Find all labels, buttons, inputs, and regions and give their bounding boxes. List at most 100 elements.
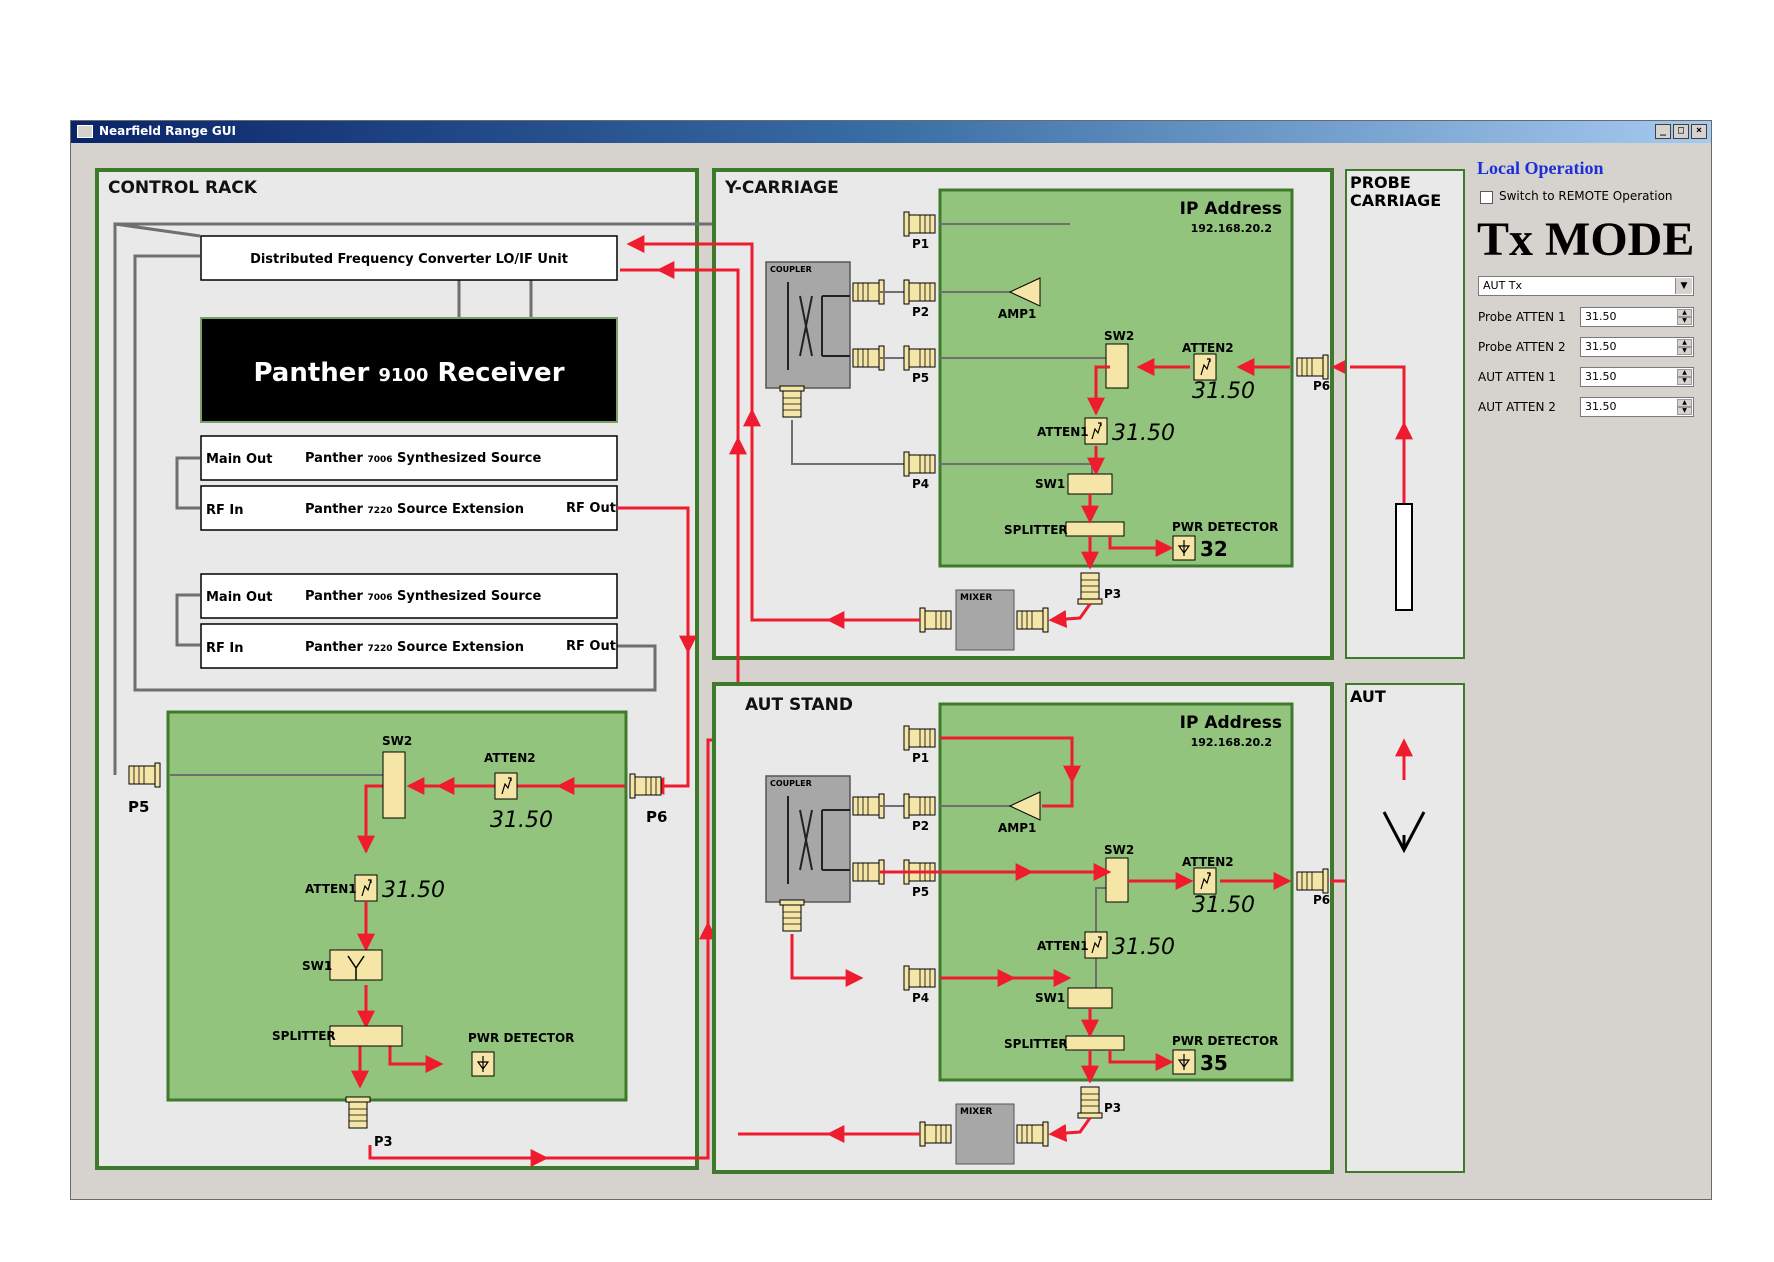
switch-icon[interactable]: [382, 751, 406, 819]
dfc-unit[interactable]: [200, 235, 618, 281]
attenuator-icon[interactable]: [1193, 353, 1217, 381]
mode-select-value: AUT Tx: [1483, 279, 1523, 292]
maximize-button[interactable]: □: [1673, 124, 1689, 139]
rf-in-label: RF In: [206, 641, 244, 656]
source-2-label: Panther 7006 Synthesized Source: [305, 589, 541, 604]
atten2-label: ATTEN2: [1182, 341, 1234, 355]
switch-icon[interactable]: [1105, 857, 1129, 903]
remote-operation-checkbox[interactable]: [1480, 191, 1493, 204]
pwr-value: 35: [1200, 1051, 1228, 1075]
probe-atten2-input[interactable]: 31.50 ▲ ▼: [1580, 337, 1694, 357]
atten1-value: 31.50: [1112, 935, 1175, 960]
probe-atten1-input[interactable]: 31.50 ▲ ▼: [1580, 307, 1694, 327]
y-carriage-title: Y-CARRIAGE: [724, 178, 839, 198]
spin-down-icon[interactable]: ▼: [1677, 347, 1692, 355]
sw1-label: SW1: [1035, 477, 1065, 491]
sw2-label: SW2: [1104, 329, 1134, 343]
connector-icon: [903, 965, 936, 991]
ext-1-label: Panther 7220 Source Extension: [305, 502, 524, 517]
ip-address-label: IP Address: [1180, 199, 1282, 219]
probe-carriage-title-2: CARRIAGE: [1350, 191, 1441, 210]
synth-source-1[interactable]: [200, 435, 618, 481]
connector-icon: [1296, 868, 1329, 894]
spin-up-icon[interactable]: ▲: [1677, 399, 1692, 407]
port-p6-label: P6: [1313, 893, 1330, 907]
source-ext-2[interactable]: [200, 623, 618, 669]
connector-icon: [903, 279, 936, 305]
mode-select[interactable]: AUT Tx ▼: [1478, 276, 1694, 296]
switch-icon[interactable]: [1067, 987, 1113, 1009]
port-p6-label: P6: [646, 808, 667, 826]
spin-down-icon[interactable]: ▼: [1677, 407, 1692, 415]
window-title: Nearfield Range GUI: [99, 124, 236, 138]
sw1-label: SW1: [302, 959, 332, 973]
port-p3-label: P3: [374, 1135, 393, 1150]
connector-icon: [1077, 1086, 1103, 1119]
chevron-down-icon[interactable]: ▼: [1675, 278, 1692, 294]
atten1-value: 31.50: [382, 878, 445, 903]
attenuator-icon[interactable]: [1193, 867, 1217, 895]
spin-down-icon[interactable]: ▼: [1677, 317, 1692, 325]
port-p5-label: P5: [912, 371, 929, 385]
attenuator-icon[interactable]: [494, 772, 518, 800]
atten2-value: 31.50: [490, 808, 553, 833]
dfc-unit-label: Distributed Frequency Converter LO/IF Un…: [250, 252, 568, 267]
pwr-detector-label: PWR DETECTOR: [468, 1031, 574, 1045]
aut-stand-title: AUT STAND: [745, 695, 853, 715]
remote-operation-label[interactable]: Switch to REMOTE Operation: [1499, 189, 1673, 203]
rf-in-label: RF In: [206, 503, 244, 518]
app-icon: [77, 125, 93, 138]
rf-out-label: RF Out: [566, 501, 616, 516]
spin-up-icon[interactable]: ▲: [1677, 309, 1692, 317]
ip-address-value: 192.168.20.2: [1191, 222, 1272, 235]
pwr-detector-label: PWR DETECTOR: [1172, 1034, 1278, 1048]
port-p3-label: P3: [1104, 1101, 1121, 1115]
mixer-icon: [955, 589, 1015, 651]
aut-atten1-input[interactable]: 31.50 ▲ ▼: [1580, 367, 1694, 387]
splitter-icon: [329, 1025, 403, 1047]
aut-atten2-input[interactable]: 31.50 ▲ ▼: [1580, 397, 1694, 417]
spin-up-icon[interactable]: ▲: [1677, 339, 1692, 347]
main-out-label: Main Out: [206, 452, 272, 467]
close-button[interactable]: ×: [1691, 124, 1707, 139]
receiver-unit[interactable]: [200, 317, 618, 423]
source-1-label: Panther 7006 Synthesized Source: [305, 451, 541, 466]
ip-address-value: 192.168.20.2: [1191, 736, 1272, 749]
attenuator-icon[interactable]: [354, 874, 378, 902]
mixer-label: MIXER: [960, 1107, 992, 1117]
coupler-label: COUPLER: [770, 265, 812, 274]
connector-icon: [1016, 607, 1049, 633]
atten2-value: 31.50: [1192, 379, 1255, 404]
probe-carriage-title-1: PROBE: [1350, 173, 1411, 192]
aut-atten1-label: AUT ATTEN 1: [1478, 370, 1556, 384]
connector-icon: [1296, 354, 1329, 380]
minimize-button[interactable]: _: [1655, 124, 1671, 139]
splitter-icon: [1065, 1035, 1125, 1051]
probe-atten1-label: Probe ATTEN 1: [1478, 310, 1566, 324]
connector-icon: [1077, 572, 1103, 605]
port-p5-label: P5: [912, 885, 929, 899]
sw2-label: SW2: [382, 734, 412, 748]
port-p4-label: P4: [912, 991, 929, 1005]
title-bar[interactable]: Nearfield Range GUI _ □ ×: [71, 121, 1711, 143]
port-p1-label: P1: [912, 751, 929, 765]
spin-up-icon[interactable]: ▲: [1677, 369, 1692, 377]
coupler-icon: [765, 775, 851, 903]
control-rack-title: CONTROL RACK: [108, 178, 258, 198]
connector-icon: [629, 773, 662, 799]
connector-icon: [919, 1121, 952, 1147]
switch-icon[interactable]: [1067, 473, 1113, 495]
connector-icon: [903, 725, 936, 751]
splitter-icon: [1065, 521, 1125, 537]
connector-icon: [852, 793, 885, 819]
coupler-icon: [765, 261, 851, 389]
connector-icon: [903, 345, 936, 371]
connector-icon: [1016, 1121, 1049, 1147]
aut-atten1-value: 31.50: [1585, 370, 1617, 383]
spin-down-icon[interactable]: ▼: [1677, 377, 1692, 385]
connector-icon: [903, 451, 936, 477]
port-p2-label: P2: [912, 305, 929, 319]
atten1-label: ATTEN1: [1037, 425, 1089, 439]
connector-icon: [779, 899, 805, 932]
synth-source-2[interactable]: [200, 573, 618, 619]
